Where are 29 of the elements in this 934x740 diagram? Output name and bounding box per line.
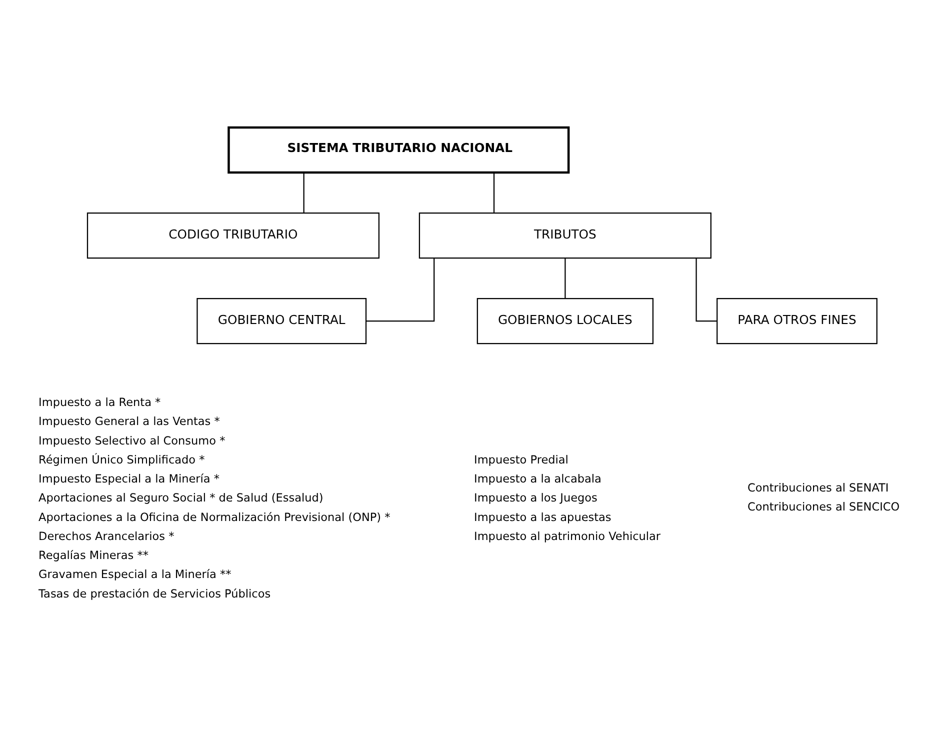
connector	[303, 172, 304, 213]
node-label: Contribuciones al SENCICO	[747, 500, 900, 514]
node-label: Gravamen Especial a la Minería **	[38, 568, 232, 582]
node-box: GOBIERNO CENTRAL	[196, 298, 367, 344]
node-label: Contribuciones al SENATI	[747, 482, 889, 495]
connector	[366, 258, 435, 322]
node-label: Tasas de prestación de Servicios Públicos	[38, 587, 271, 600]
node-box: TRIBUTOS	[418, 212, 712, 259]
node-label: Derechos Arancelarios *	[38, 530, 174, 543]
node-box: CODIGO TRIBUTARIO	[86, 212, 380, 259]
node-label: Impuesto Selectivo al Consumo *	[38, 434, 226, 448]
connector	[564, 258, 566, 298]
node-label: Régimen Único Simplificado *	[38, 453, 205, 466]
node-box: GOBIERNOS LOCALES	[476, 298, 654, 344]
node-label: Impuesto al patrimonio Vehicular	[474, 530, 661, 543]
node-label: Impuesto a las apuestas	[474, 510, 612, 524]
node-label: Aportaciones a la Oficina de Normalización Previsional (ONP) *	[38, 510, 390, 524]
node-label: Aportaciones al Seguro Social * de Salud (Essalud)	[38, 492, 324, 505]
connector	[493, 172, 495, 213]
node-box: PARA OTROS FINES	[716, 298, 878, 344]
node-label: Regalías Mineras **	[38, 549, 148, 562]
node-label: Impuesto a la alcabala	[474, 472, 602, 486]
node-label: Impuesto Predial	[474, 453, 568, 466]
node-label: Impuesto a los Juegos	[474, 492, 598, 505]
connector	[696, 258, 717, 322]
node-label: Impuesto a la Renta *	[38, 396, 161, 410]
node-box: SISTEMA TRIBUTARIO NACIONAL	[228, 126, 570, 174]
node-label: Impuesto Especial a la Minería *	[38, 472, 220, 486]
node-label: Impuesto General a las Ventas *	[38, 415, 220, 428]
